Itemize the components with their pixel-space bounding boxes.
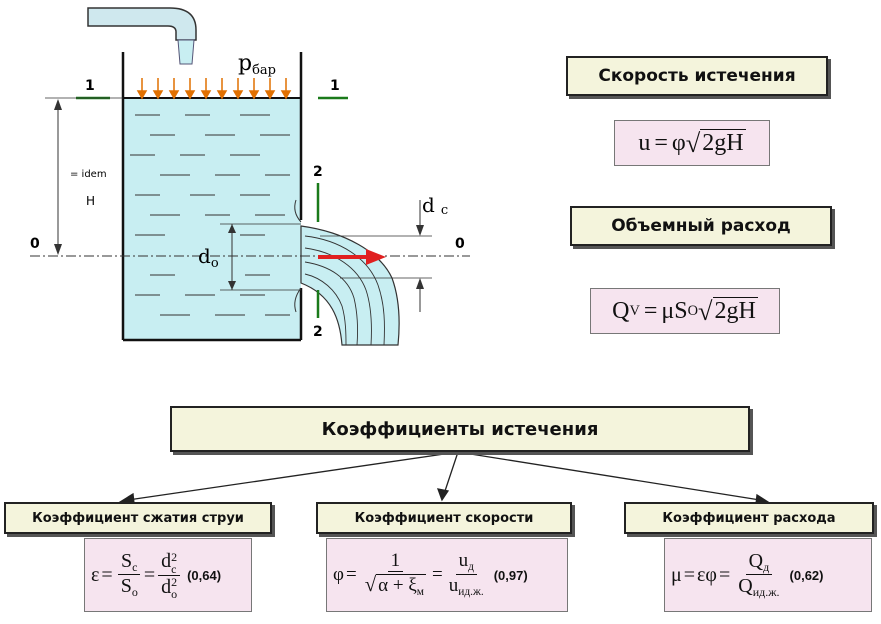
branch-arrows <box>117 451 770 505</box>
axis-0-left-label: 0 <box>30 236 40 252</box>
discharge-title: Коэффициент расхода <box>662 510 836 526</box>
section-1-left-label: 1 <box>85 78 95 94</box>
speed-title-box: Коэффициент скорости <box>316 502 572 534</box>
speed-value: (0,97) <box>493 567 528 583</box>
orifice-top-edge <box>294 199 302 223</box>
velocity-title: Скорость истечения <box>598 66 796 86</box>
coefficients-title: Коэффициенты истечения <box>321 418 599 440</box>
idem-label: = idem <box>70 169 107 180</box>
discharge-eq1: = <box>683 563 696 586</box>
do-arrow-bottom <box>228 281 236 290</box>
section-1-right-label: 1 <box>330 78 340 94</box>
velocity-coef: φ <box>671 129 686 156</box>
discharge-title-box: Коэффициент расхода <box>624 502 874 534</box>
contraction-title: Коэффициент сжатия струи <box>32 510 244 526</box>
discharge-formula-box: μ = εφ = Qд Qид.ж. (0,62) <box>664 538 872 612</box>
contraction-fraction-area: Sc So <box>118 550 141 600</box>
H-arrow-bottom <box>54 244 62 255</box>
dc-arrow-top <box>416 225 424 236</box>
speed-formula-box: φ = 1 √α + ξм = uд uид.ж. (0,97) <box>326 538 568 612</box>
water-hatching <box>130 114 290 316</box>
flow-radicand: 2gH <box>712 297 758 324</box>
flow-mu: μS <box>661 297 688 324</box>
speed-f1-num: 1 <box>387 550 404 573</box>
f1-den: S <box>120 575 132 598</box>
inflow-stream <box>177 39 195 65</box>
section-2-bottom-label: 2 <box>313 324 323 340</box>
tank-walls <box>121 52 303 342</box>
do-label: do <box>198 244 219 271</box>
flow-s-sub: O <box>687 302 699 319</box>
speed-title: Коэффициент скорости <box>354 510 534 526</box>
velocity-arrow-head <box>366 249 386 265</box>
speed-lhs: φ <box>333 564 344 585</box>
flow-eq: = <box>643 297 658 324</box>
sqrt-icon: √ <box>364 572 377 597</box>
inflow-pipe <box>87 7 197 41</box>
axis-0-right-label: 0 <box>455 236 465 252</box>
tank-water <box>123 98 301 340</box>
flow-q: Q <box>612 297 630 324</box>
velocity-radicand: 2gH <box>700 129 746 156</box>
contraction-eq2: = <box>143 563 156 586</box>
velocity-title-box: Скорость истечения <box>566 56 828 96</box>
f1-num: S <box>121 549 133 572</box>
p-bar-label: pбар <box>238 51 276 78</box>
sqrt-icon: √ <box>685 127 701 158</box>
speed-eq1: = <box>345 564 357 585</box>
do-arrow-top <box>228 224 236 233</box>
jet-streamlines <box>304 235 385 346</box>
coefficients-title-box: Коэффициенты истечения <box>170 406 750 452</box>
discharge-fraction: Qд Qид.ж. <box>738 549 780 600</box>
velocity-lhs: u <box>638 129 651 156</box>
flow-q-sub: V <box>629 302 640 319</box>
discharge-value: (0,62) <box>789 567 824 583</box>
H-arrow-top <box>54 99 62 110</box>
contraction-lhs: ε <box>91 563 100 586</box>
velocity-eq: = <box>654 129 668 156</box>
dc-arrow-bottom <box>416 278 424 289</box>
contraction-title-box: Коэффициент сжатия струи <box>4 502 272 534</box>
pressure-arrows <box>136 78 292 100</box>
discharge-mid: εφ <box>697 563 717 586</box>
speed-fraction-2: uд uид.ж. <box>448 550 484 598</box>
sqrt-icon: √ <box>698 295 713 326</box>
discharge-eq2: = <box>718 563 731 586</box>
contraction-value: (0,64) <box>187 567 222 583</box>
section-2-top-label: 2 <box>313 164 323 180</box>
speed-fraction-1: 1 √α + ξм <box>364 549 427 599</box>
H-label: H <box>86 194 95 208</box>
velocity-formula-box: u = φ √2gH <box>614 120 770 166</box>
contraction-eq1: = <box>101 563 113 586</box>
speed-eq2: = <box>432 564 443 585</box>
flow-title: Объемный расход <box>611 216 791 236</box>
discharge-lhs: μ <box>671 563 682 586</box>
flow-title-box: Объемный расход <box>570 206 832 246</box>
